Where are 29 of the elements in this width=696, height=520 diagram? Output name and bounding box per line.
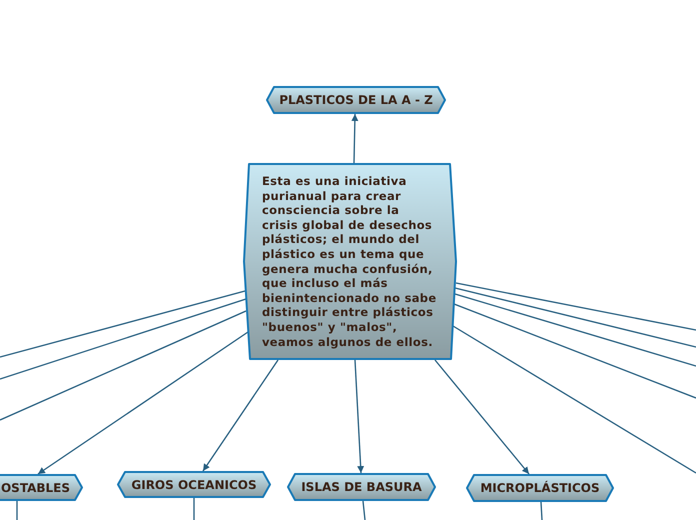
connector-line [16,501,18,520]
connector-line [0,298,246,380]
connector-line [456,282,696,331]
connector-line [0,290,246,358]
topic-label: GIROS OCEANICOS [131,476,257,492]
description-box [243,163,457,360]
topic-label: OSTABLES [0,480,70,496]
topic-box [466,474,614,502]
topic-box [287,473,436,501]
connector-line [452,325,696,474]
topic-box [0,474,83,501]
connector-line [193,498,195,520]
arrow [38,331,248,475]
topic-box [117,471,271,498]
connector-line [454,293,696,367]
connector-line [362,500,366,520]
arrow [434,360,530,474]
connector-line [454,287,696,348]
topic-label: PLASTICOS DE LA A - Z [279,92,433,108]
connector-line [454,303,696,399]
connector-line [540,502,543,520]
connector-line [0,310,246,421]
topic-box [266,86,446,114]
arrow [354,360,364,474]
topic-label: MICROPLÁSTICOS [480,480,600,496]
arrow [202,360,279,472]
arrow [351,114,358,164]
description-text: Esta es una iniciativa purianual para crear consciencia sobre la crisis global de desechos plásticos; el mundo del plástico es un tema que genera mucha confusión, que incluso el más bienintencionado no sabe distinguir entre plásticos "buenos" y "malos", veamos algunos de ellos. [262,174,438,350]
topic-label: ISLAS DE BASURA [301,479,422,495]
